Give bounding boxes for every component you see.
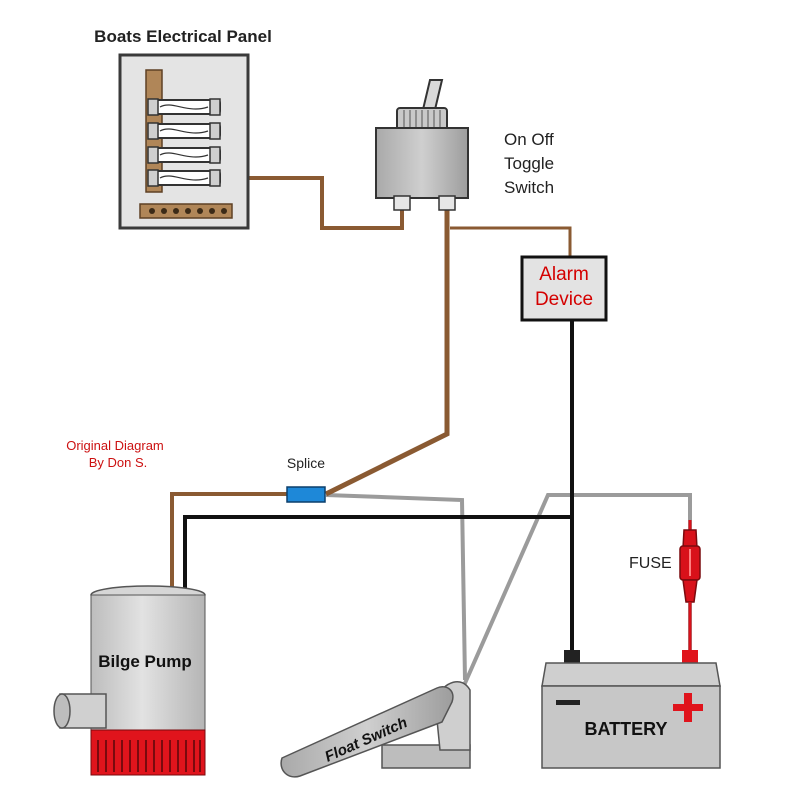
battery-lid: [541, 662, 721, 687]
toggle-label-line-2: Toggle: [504, 154, 554, 173]
fuse-row: [147, 146, 221, 164]
gray-wire-float-to-splice: [325, 493, 467, 681]
black-wire-pump-to-battery: [183, 515, 574, 655]
toggle-terminal-left: [393, 195, 411, 211]
alarm-label-line-2: Device: [535, 289, 593, 310]
battery-negative-post: [564, 650, 580, 664]
credit-line-2: By Don S.: [89, 455, 148, 470]
brown-wire-splice-to-pump: [170, 492, 288, 592]
wires: [170, 176, 692, 691]
pump-strainer: [90, 729, 206, 776]
fuse-body-bottom: [682, 579, 698, 603]
panel-fuse-rows: [147, 98, 221, 187]
panel-plate: [118, 53, 250, 230]
alarm-box: [520, 255, 608, 322]
bilge-pump: Bilge Pump: [53, 585, 206, 776]
battery-positive-symbol: [673, 693, 703, 722]
float-switch-arm: [280, 686, 454, 778]
toggle-body: [375, 127, 469, 199]
splice: Splice: [286, 455, 326, 503]
pump-outlet-opening: [53, 693, 71, 729]
credit-line-1: Original Diagram: [66, 438, 164, 453]
alarm-label-line-1: Alarm: [539, 264, 589, 285]
splice-connector: [286, 486, 326, 503]
fuse-label: FUSE: [629, 555, 672, 572]
toggle-label-line-3: Switch: [504, 178, 554, 197]
alarm-device: Alarm Device: [520, 255, 608, 322]
battery-positive-post: [682, 650, 698, 664]
battery-negative-symbol: [556, 700, 580, 705]
float-switch: Float Switch: [280, 680, 471, 778]
bilge-pump-label: Bilge Pump: [98, 652, 192, 671]
electrical-panel: Boats Electrical Panel: [94, 27, 272, 230]
fuse-row: [147, 98, 221, 116]
battery: BATTERY: [541, 650, 721, 769]
splice-label: Splice: [287, 455, 325, 471]
inline-fuse: FUSE: [629, 529, 701, 655]
fuse-row: [147, 169, 221, 187]
toggle-terminal-right: [438, 195, 456, 211]
toggle-label-line-1: On Off: [504, 130, 554, 149]
panel-title: Boats Electrical Panel: [94, 27, 272, 46]
fuse-row: [147, 122, 221, 140]
pump-strainer-slots: [97, 740, 201, 772]
brown-wire-switch-to-alarm: [450, 226, 572, 257]
panel-ground-screws: [149, 208, 227, 214]
brown-wire-panel-to-switch: [222, 176, 404, 230]
diagram-credit: Original Diagram By Don S.: [66, 438, 164, 470]
brown-wire-switch-to-splice: [324, 205, 450, 497]
battery-label: BATTERY: [585, 719, 668, 739]
pump-body: [90, 594, 206, 731]
toggle-switch: On Off Toggle Switch: [375, 79, 554, 211]
